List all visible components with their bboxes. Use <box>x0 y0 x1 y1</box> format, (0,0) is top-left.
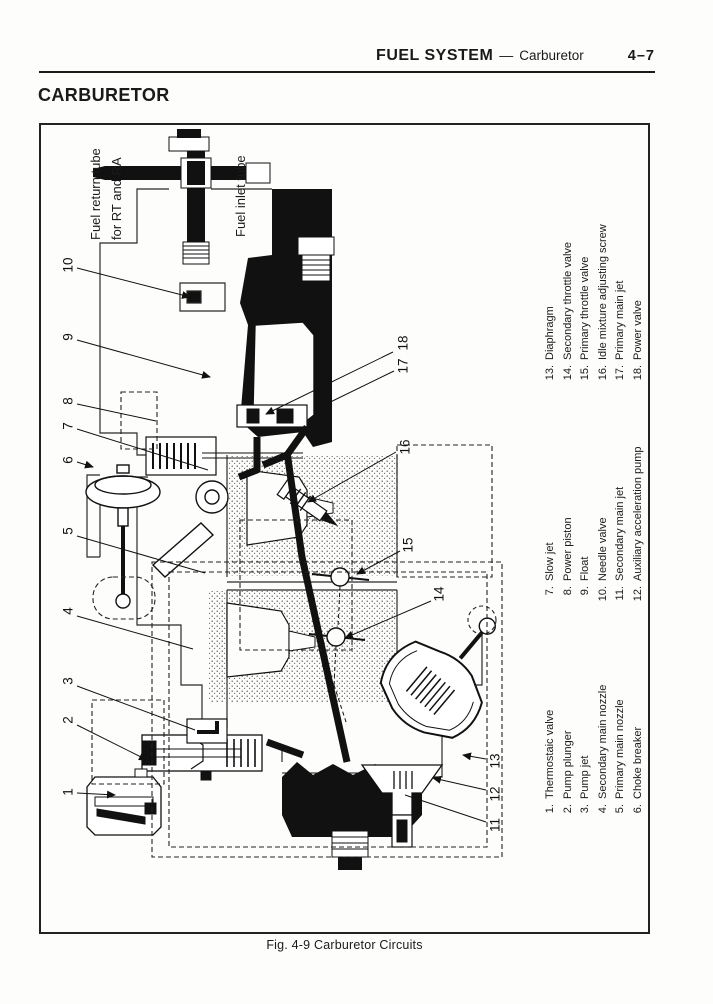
part-number: 11. <box>614 586 626 601</box>
label-fuel-inlet-tube: Fuel inlet tube <box>233 155 248 237</box>
part-item: 10. Needle valve <box>595 446 613 606</box>
callout-leaders <box>76 267 487 823</box>
part-item: 12. Auxiliary acceleration pump <box>630 446 648 606</box>
part-number: 5. <box>614 804 626 814</box>
part-number: 14. <box>561 365 574 381</box>
part-item: 7. Slow jet <box>542 446 560 606</box>
part-item: 2. Pump plunger <box>560 685 578 824</box>
page-header: FUEL SYSTEM — Carburetor 4–7 <box>0 47 655 65</box>
callout-number-5: 5 <box>60 527 76 535</box>
fuel-tube-assembly <box>93 129 271 265</box>
part-number: 6. <box>631 804 644 814</box>
header-section: FUEL SYSTEM <box>376 47 494 64</box>
part-name: Primary main nozzle <box>614 699 626 799</box>
part-item: 14. Secondary throttle valve <box>560 224 578 385</box>
part-number: 16. <box>596 365 609 381</box>
part-name: Power valve <box>631 300 644 360</box>
part-name: Auxiliary acceleration pump <box>631 446 644 581</box>
callout-number-8: 8 <box>60 397 76 405</box>
parts-column-2: 7. Slow jet 8. Power piston 9. Float 10. Needle… <box>542 446 647 606</box>
part-name: Diaphragm <box>544 306 556 360</box>
part-item: 15. Primary throttle valve <box>577 224 595 385</box>
part-item: 4. Secondary main nozzle <box>595 685 613 824</box>
dashed-passages <box>91 391 503 858</box>
header-page-number: 4–7 <box>627 48 655 64</box>
part-item: 1. Thermostaic valve <box>542 685 560 824</box>
part-item: 3. Pump jet <box>577 685 595 824</box>
figure-frame: Fuel return tube for RT and RA Fuel inle… <box>39 123 650 934</box>
aux-acceleration-pump <box>282 764 444 848</box>
thermostatic-valve <box>86 768 162 836</box>
label-fuel-return-tube: Fuel return tube for RT and RA <box>88 148 124 240</box>
part-item: 8. Power piston <box>560 446 578 606</box>
part-number: 15. <box>579 365 591 381</box>
part-name: Power piston <box>561 517 574 581</box>
callout-number-13: 13 <box>487 753 503 769</box>
part-item: 6. Choke breaker <box>630 685 648 824</box>
callout-number-18: 18 <box>395 335 411 351</box>
part-number: 7. <box>544 586 556 596</box>
part-number: 10. <box>596 586 609 602</box>
callout-number-17: 17 <box>395 358 411 374</box>
callout-number-2: 2 <box>60 716 76 724</box>
fuel-passages <box>237 424 351 763</box>
part-name: Secondary main nozzle <box>596 684 609 799</box>
part-number: 18. <box>631 365 644 381</box>
page-title: CARBURETOR <box>38 85 170 105</box>
part-name: Slow jet <box>544 542 556 581</box>
part-name: Pump jet <box>579 755 591 799</box>
callout-number-15: 15 <box>400 537 416 553</box>
part-name: Idle mixture adjusting screw <box>596 224 609 360</box>
part-item: 18. Power valve <box>630 224 648 385</box>
callout-number-7: 7 <box>60 422 76 430</box>
callout-number-3: 3 <box>60 677 76 685</box>
part-item: 13. Diaphragm <box>542 224 560 385</box>
part-item: 9. Float <box>577 446 595 606</box>
choke-breaker <box>85 464 229 609</box>
part-name: Primary main jet <box>614 280 626 360</box>
callout-number-9: 9 <box>60 333 76 341</box>
callout-number-11: 11 <box>487 817 503 833</box>
callout-number-1: 1 <box>60 788 76 796</box>
part-name: Float <box>579 556 591 581</box>
part-name: Choke breaker <box>631 726 644 799</box>
venturi-primary <box>228 456 396 587</box>
part-name: Primary throttle valve <box>579 256 591 360</box>
callout-number-12: 12 <box>487 786 503 802</box>
figure-caption: Fig. 4-9 Carburetor Circuits <box>266 938 423 952</box>
callout-number-14: 14 <box>431 586 447 602</box>
part-item: 11. Secondary main jet <box>612 446 630 606</box>
callout-number-10: 10 <box>60 257 76 273</box>
carburetor-diagram <box>76 129 503 870</box>
part-number: 1. <box>544 804 556 814</box>
part-item: 17. Primary main jet <box>612 224 630 385</box>
power-valve-housing <box>236 404 308 428</box>
part-number: 8. <box>561 586 574 596</box>
part-name: Pump plunger <box>561 730 574 800</box>
callout-number-16: 16 <box>397 439 413 455</box>
part-number: 4. <box>596 804 609 814</box>
rotated-text-layer: Fuel return tube for RT and RA Fuel inle… <box>41 125 648 932</box>
part-item: 5. Primary main nozzle <box>612 685 630 824</box>
header-subsection: Carburetor <box>519 48 584 63</box>
part-name: Secondary throttle valve <box>561 241 574 360</box>
part-number: 13. <box>544 365 556 381</box>
part-name: Secondary main jet <box>614 486 626 581</box>
callout-number-6: 6 <box>60 456 76 464</box>
part-name: Needle valve <box>596 517 609 581</box>
header-rule <box>39 71 655 73</box>
part-item: 16. Idle mixture adjusting screw <box>595 224 613 385</box>
pump-jet <box>186 718 228 744</box>
parts-column-1: 1. Thermostaic valve 2. Pump plunger 3. Pump … <box>542 685 647 824</box>
part-name: Thermostaic valve <box>544 709 556 799</box>
part-number: 3. <box>579 804 591 814</box>
dashpot-diaphragm <box>379 617 496 739</box>
callout-number-4: 4 <box>60 607 76 615</box>
part-number: 12. <box>631 586 644 602</box>
header-separator: — <box>499 47 514 63</box>
part-number: 2. <box>561 804 574 814</box>
part-number: 9. <box>579 586 591 596</box>
part-number: 17. <box>614 365 626 381</box>
